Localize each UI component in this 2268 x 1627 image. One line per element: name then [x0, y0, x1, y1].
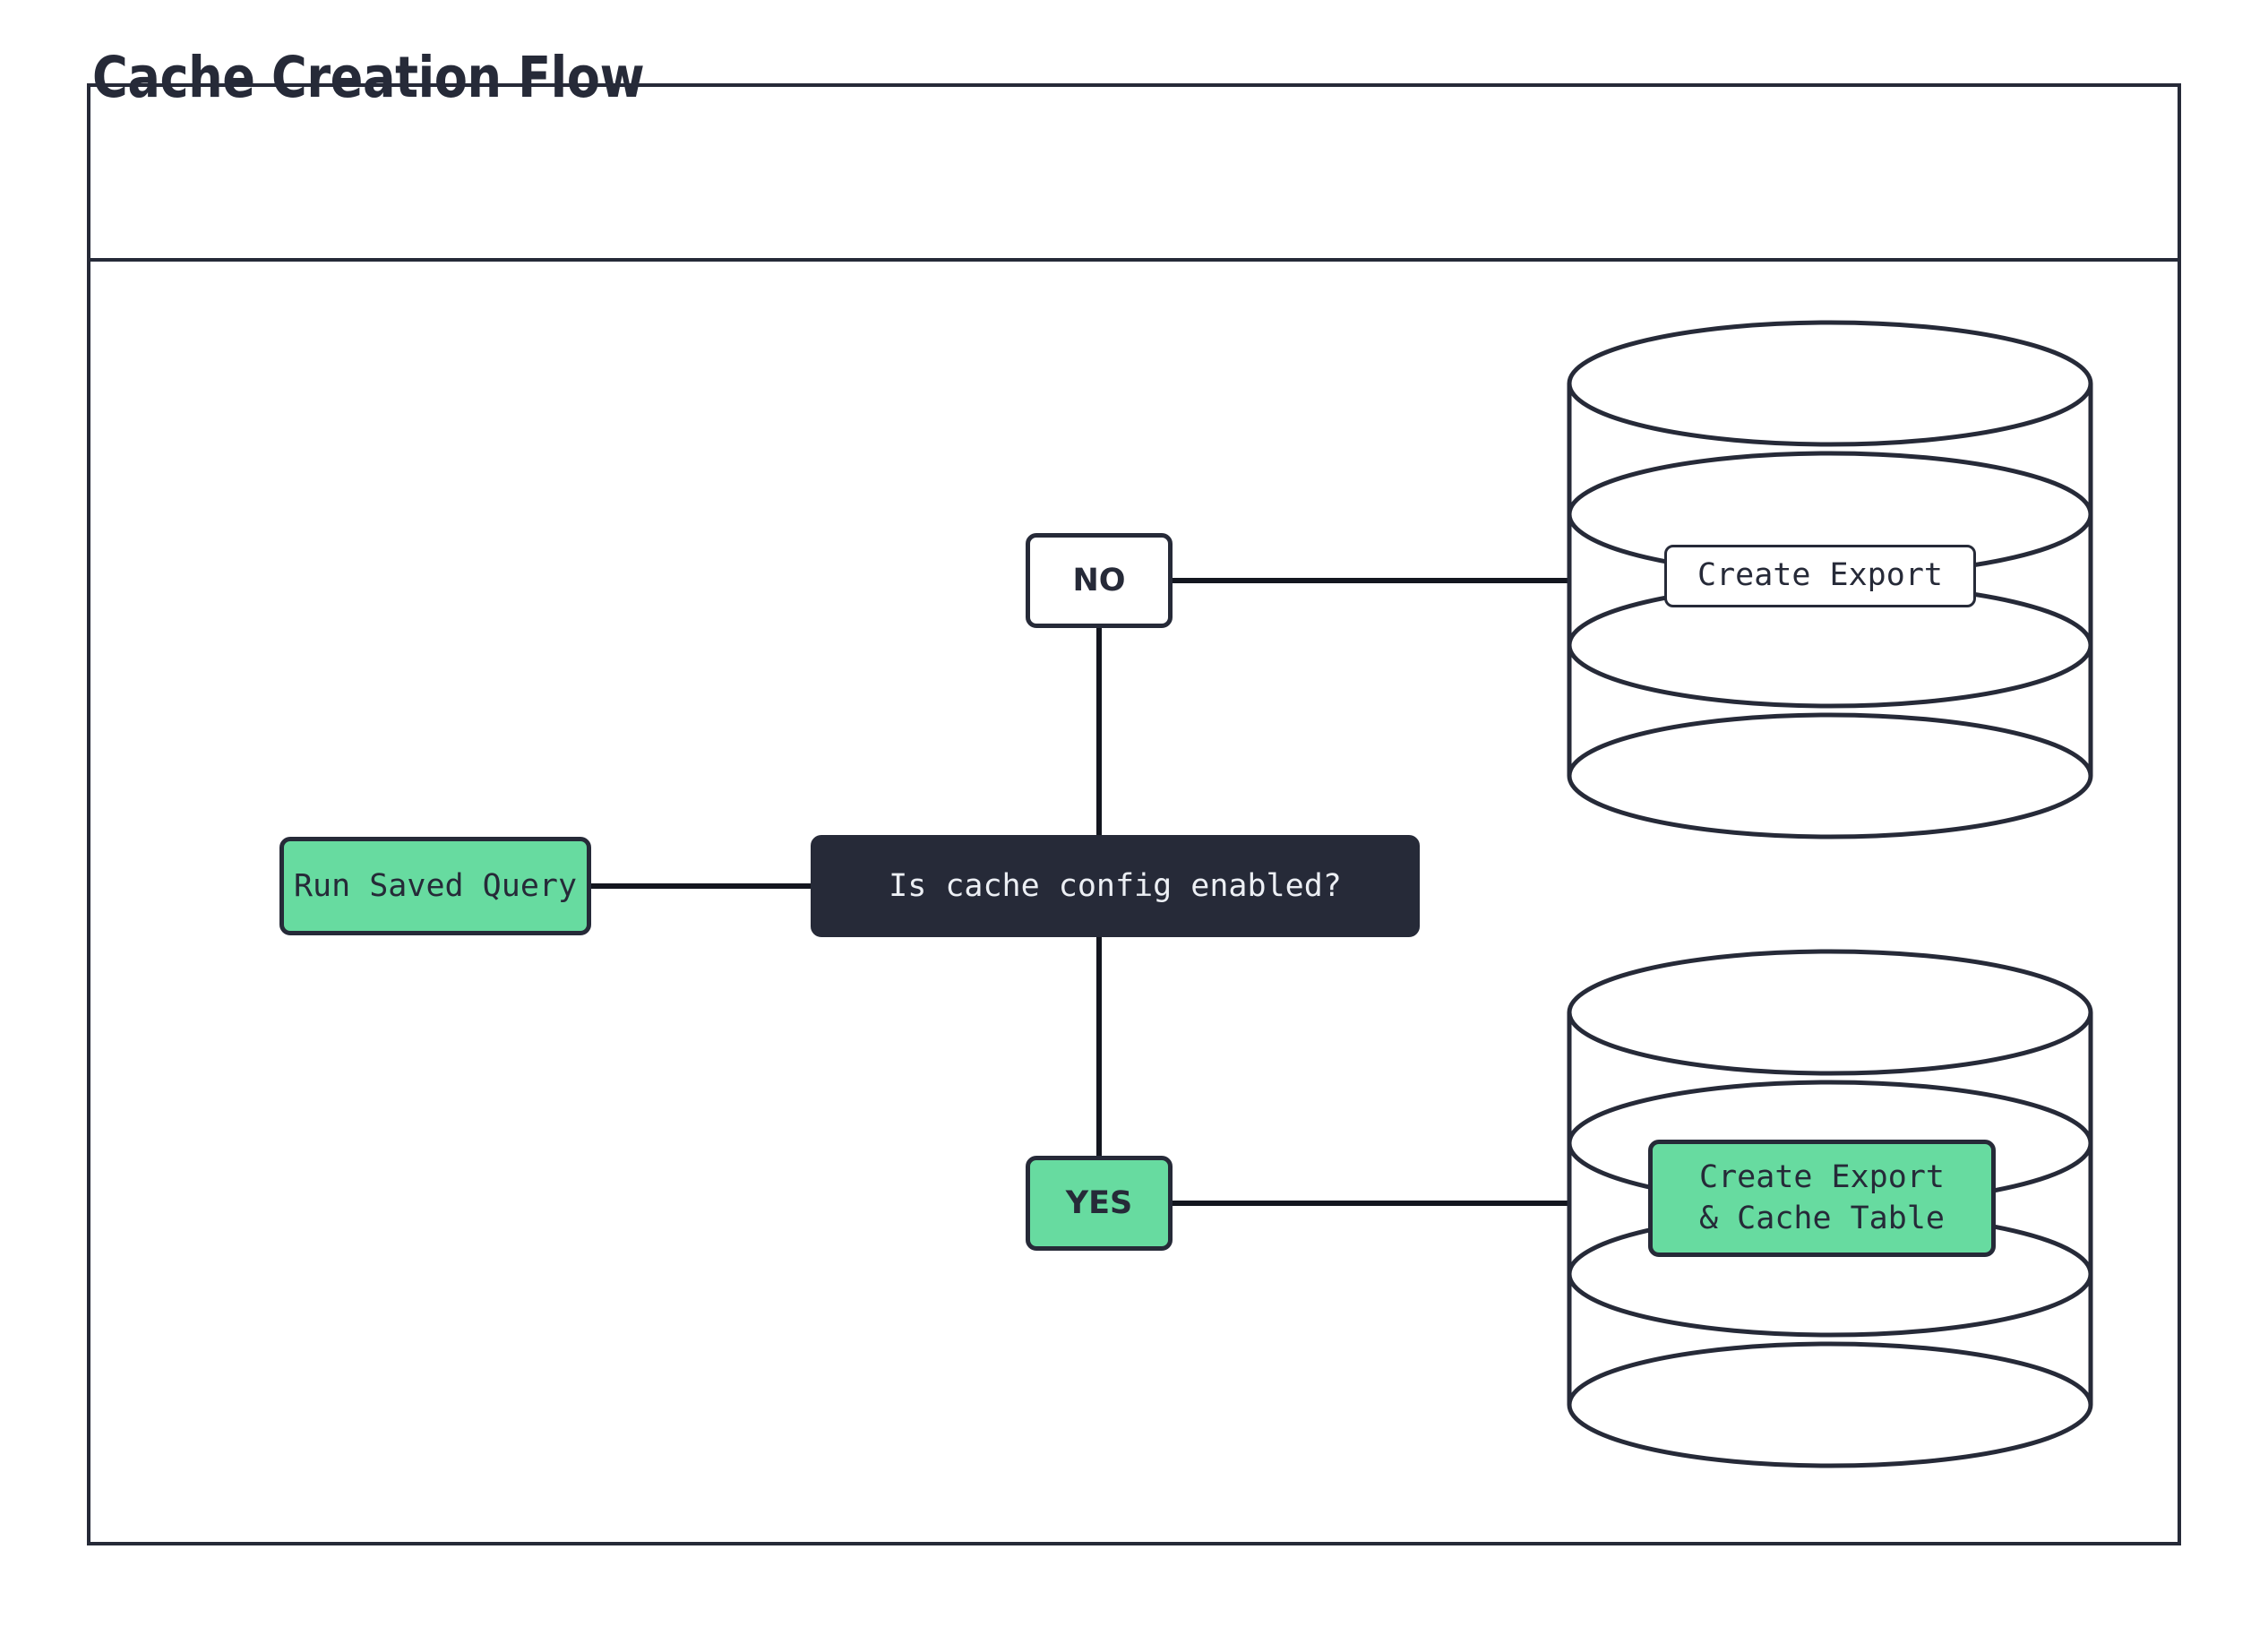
- page-title: Cache Creation Flow: [92, 45, 645, 110]
- db-bottom-label[interactable]: Create Export & Cache Table: [1648, 1140, 1996, 1257]
- diagram-frame: [87, 83, 2181, 1545]
- node-decision-cache-config[interactable]: Is cache config enabled?: [811, 835, 1420, 937]
- node-run-saved-query[interactable]: Run Saved Query: [279, 837, 591, 935]
- diagram-header: [90, 87, 2178, 262]
- edge-label-yes[interactable]: YES: [1026, 1156, 1173, 1251]
- db-top-label[interactable]: Create Export: [1664, 545, 1976, 607]
- edge-label-no[interactable]: NO: [1026, 533, 1173, 628]
